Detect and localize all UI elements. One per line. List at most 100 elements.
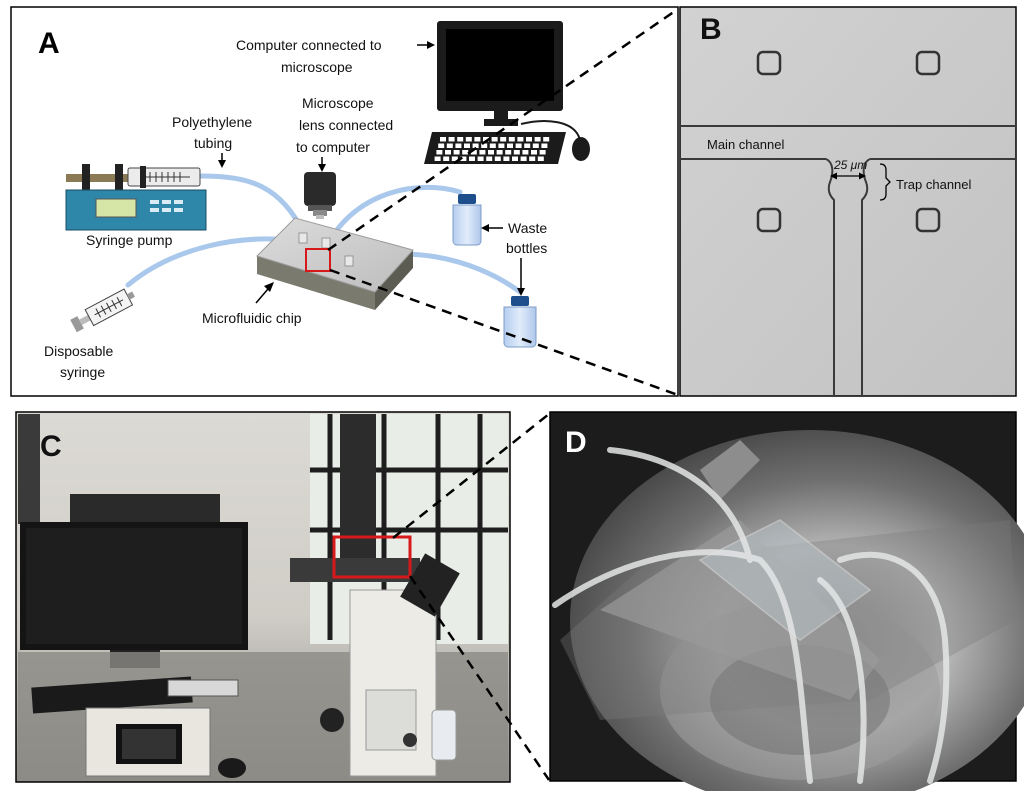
keyboard-key xyxy=(531,150,537,155)
keyboard-key xyxy=(515,143,522,148)
keyboard-key xyxy=(489,143,496,148)
panel-a: A Computer connected to microscope Micro… xyxy=(10,6,679,397)
panel-b-frame xyxy=(679,6,1017,397)
keyboard-key xyxy=(455,143,462,148)
panel-b-letter: B xyxy=(700,13,722,46)
keyboard-key xyxy=(539,150,546,155)
keyboard-key xyxy=(438,143,445,148)
computer-label-line2: microscope xyxy=(281,59,353,75)
panel-b: B Main channel 25 μm Trap channel xyxy=(679,6,1017,397)
keyboard-key xyxy=(481,143,488,148)
keyboard-key xyxy=(513,150,520,155)
width-label: 25 μm xyxy=(833,158,867,172)
keyboard-key xyxy=(507,143,513,148)
panel-c: C xyxy=(15,411,511,783)
keyboard-key xyxy=(486,156,493,161)
waste-label-line1: Waste xyxy=(508,220,547,236)
microfluidic-chip-icon xyxy=(256,217,414,310)
panel-d-letter: D xyxy=(565,426,587,459)
keyboard-key xyxy=(477,156,484,161)
panel-c-letter: C xyxy=(40,430,62,463)
waste-label-line2: bottles xyxy=(506,240,547,256)
keyboard-key xyxy=(434,156,441,161)
keyboard-key xyxy=(496,150,503,155)
microscope-photo xyxy=(290,414,460,777)
keyboard-key xyxy=(472,143,479,148)
keyboard-key xyxy=(534,137,541,142)
trap-brace xyxy=(879,163,891,201)
keyboard-key xyxy=(474,137,481,142)
chip-arrow xyxy=(255,282,274,304)
disposable-syringe-icon xyxy=(70,288,135,333)
micro-pillars xyxy=(756,50,941,233)
keyboard-key xyxy=(526,137,532,142)
keyboard-key xyxy=(445,150,451,155)
syringe-pump-icon xyxy=(65,164,207,231)
computer-label-line1: Computer connected to xyxy=(236,37,382,53)
keyboard-key xyxy=(465,137,472,142)
keyboard-key xyxy=(457,137,464,142)
waste-arrows xyxy=(481,224,525,296)
keyboard-key xyxy=(479,150,486,155)
syringe-label-line2: syringe xyxy=(60,364,105,380)
waste-bottle-icon xyxy=(452,194,482,246)
syringe-pump-photo xyxy=(85,679,239,777)
keyboard-key xyxy=(440,137,446,142)
chip-highlight-box-photo xyxy=(332,535,412,579)
keyboard-key xyxy=(537,156,544,161)
waste-bottle-photo xyxy=(431,709,457,761)
computer-icon xyxy=(424,21,590,164)
keyboard-key xyxy=(448,137,455,142)
keyboard-icon xyxy=(31,676,193,714)
keyboard-key xyxy=(469,156,475,161)
keyboard-key xyxy=(460,156,467,161)
keyboard-key xyxy=(483,137,489,142)
keyboard-key xyxy=(505,150,512,155)
keyboard-key xyxy=(520,156,527,161)
main-channel-label: Main channel xyxy=(707,137,784,152)
microfluidic-chip-label: Microfluidic chip xyxy=(202,310,302,326)
tubing-photo xyxy=(552,447,950,784)
keyboard-key xyxy=(529,156,536,161)
lens-label-line3: to computer xyxy=(296,139,370,155)
keyboard-key xyxy=(543,137,550,142)
tubing-arrow xyxy=(218,153,226,168)
keyboard-key xyxy=(500,137,507,142)
keyboard-key xyxy=(436,150,443,155)
keyboard-key xyxy=(443,156,450,161)
keyboard-key xyxy=(470,150,477,155)
waste-bottle-icon xyxy=(503,296,537,348)
microscope-lens-icon xyxy=(304,172,336,219)
keyboard-key xyxy=(488,150,494,155)
mouse-icon xyxy=(218,758,246,778)
keyboard-key xyxy=(503,156,510,161)
syringe-pump-label: Syringe pump xyxy=(86,232,173,248)
keyboard-key xyxy=(464,143,470,148)
chip-highlight-box xyxy=(305,248,331,272)
keyboard-key xyxy=(541,143,548,148)
keyboard-key xyxy=(524,143,531,148)
keyboard-key xyxy=(532,143,539,148)
lens-arrow xyxy=(318,157,326,172)
width-arrow xyxy=(830,172,866,180)
zoom-lines-a-to-b xyxy=(327,7,679,397)
lens-label-line2: lens connected xyxy=(299,117,393,133)
tubing-label-line1: Polyethylene xyxy=(172,114,252,130)
zoom-lines-c-to-d xyxy=(392,413,551,781)
keyboard-key xyxy=(508,137,515,142)
trap-channel-label: Trap channel xyxy=(896,177,972,192)
keyboard-key xyxy=(446,143,453,148)
keyboard-key xyxy=(451,156,458,161)
keyboard-key xyxy=(522,150,529,155)
keyboard-key xyxy=(453,150,460,155)
syringe-label-line1: Disposable xyxy=(44,343,113,359)
keyboard-key xyxy=(512,156,518,161)
lens-label-line1: Microscope xyxy=(302,95,374,111)
keyboard-key xyxy=(494,156,501,161)
keyboard-key xyxy=(462,150,469,155)
keyboard-key xyxy=(517,137,524,142)
panel-d: D xyxy=(549,411,1024,791)
keyboard-key xyxy=(498,143,505,148)
panel-a-letter: A xyxy=(38,27,60,60)
